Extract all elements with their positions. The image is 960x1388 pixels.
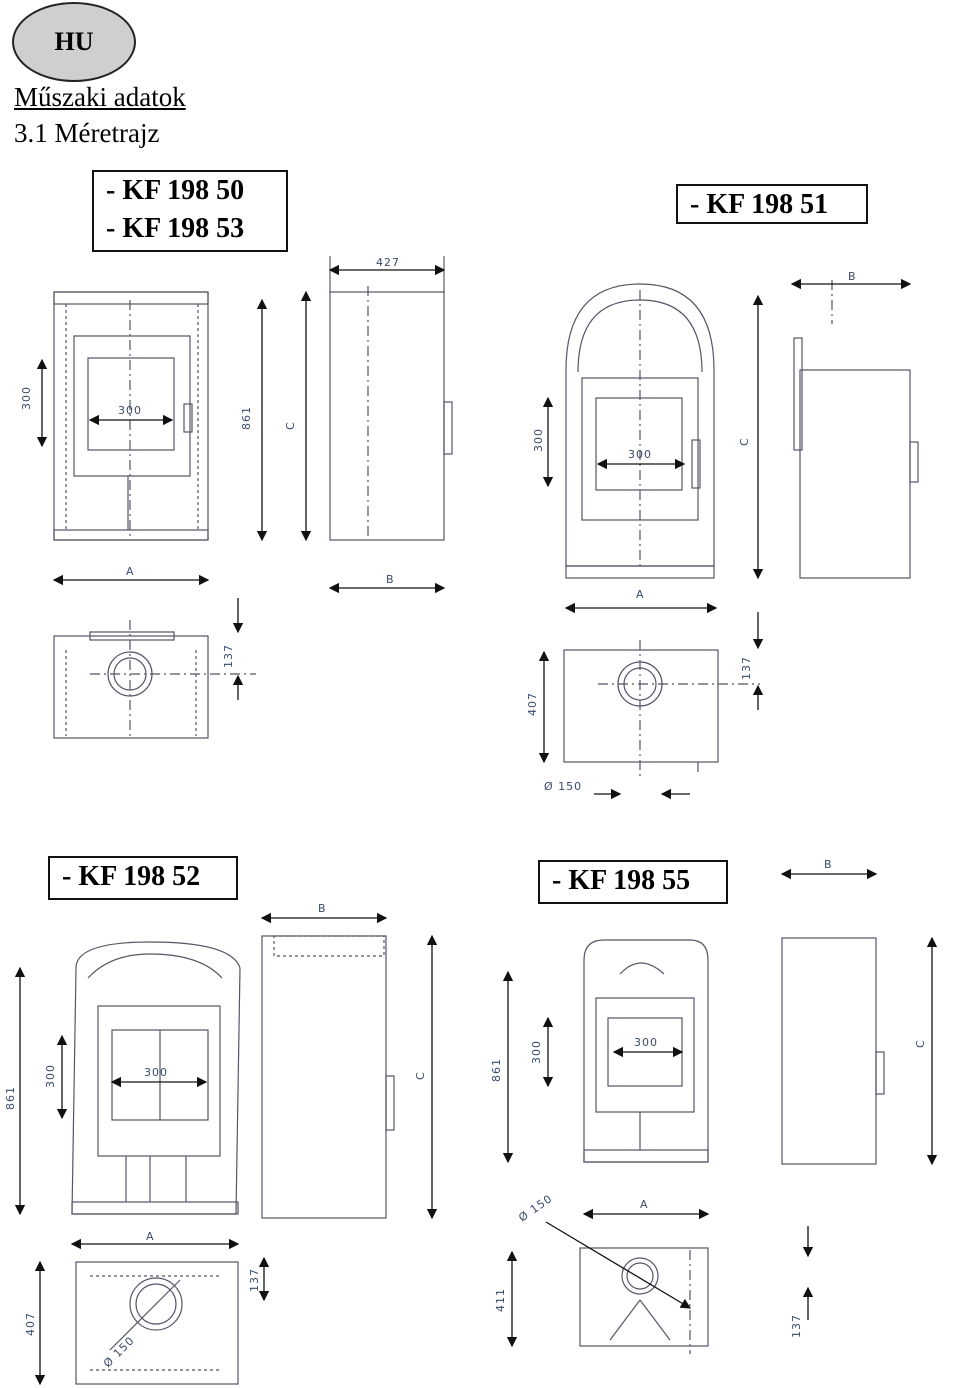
side-view-kf-198-51 [793,280,919,579]
dim-300-width-55: 300 [634,1036,658,1049]
model-label-box-50-53: - KF 198 50 - KF 198 53 [92,170,288,252]
section-heading: Műszaki adatok [14,82,186,112]
dim-300-width-52: 300 [144,1066,168,1079]
top-view-kf-198-51 [563,640,760,780]
dim-c-52: C [414,1071,427,1080]
section-subheading: 3.1 Méretrajz [14,118,160,148]
front-view-kf-198-51 [565,283,715,579]
dim-861-50: 861 [240,406,253,430]
dim-407-52: 407 [24,1312,37,1336]
dim-b-50: B [386,573,395,586]
dim-300-width-51: 300 [628,448,652,461]
dim-150-52: Ø 150 [101,1334,137,1370]
dim-137-55: 137 [790,1314,803,1338]
top-view-kf-198-55 [579,1247,709,1354]
dimension-lines [14,256,938,1386]
dim-411-55: 411 [494,1288,507,1312]
dim-b-51: B [848,270,857,283]
dim-427: 427 [376,256,400,269]
dim-a-50: A [126,565,135,578]
dim-c-51: C [738,437,751,446]
dim-c-55: C [914,1039,927,1048]
dim-c-50: C [284,421,297,430]
dim-b-55: B [824,858,833,871]
dim-861-52: 861 [4,1086,17,1110]
dim-300-height-50: 300 [20,386,33,410]
dim-300-height-52: 300 [44,1064,57,1088]
dim-b-52: B [318,902,327,915]
dim-a-55: A [640,1198,649,1211]
model-label-kf-198-53: - KF 198 53 [106,213,245,244]
dim-150-55: Ø 150 [516,1192,555,1225]
top-view-kf-198-50 [53,620,256,739]
side-view-kf-198-55 [781,937,885,1165]
model-label-kf-198-52: - KF 198 52 [48,856,238,900]
dim-300-width-50: 300 [118,404,142,417]
model-label-kf-198-55: - KF 198 55 [538,860,728,904]
side-view-kf-198-52 [261,935,395,1219]
dim-a-52: A [146,1230,155,1243]
dim-137-52: 137 [248,1268,261,1292]
model-label-kf-198-50: - KF 198 50 [106,175,245,206]
dim-a-51: A [636,588,645,601]
top-view-kf-198-52 [75,1261,239,1385]
model-label-kf-198-51: - KF 198 51 [676,184,868,224]
dim-137-51: 137 [740,656,753,680]
side-view-kf-198-50 [329,286,453,541]
dim-300-height-51: 300 [532,428,545,452]
front-view-kf-198-52 [71,941,241,1215]
dim-407-51: 407 [526,692,539,716]
front-view-kf-198-55 [583,939,709,1163]
dim-861-55: 861 [490,1058,503,1082]
dim-137-50: 137 [222,644,235,668]
dim-150-51: Ø 150 [544,780,582,793]
language-badge: HU [12,2,136,82]
dim-300-height-55: 300 [530,1040,543,1064]
